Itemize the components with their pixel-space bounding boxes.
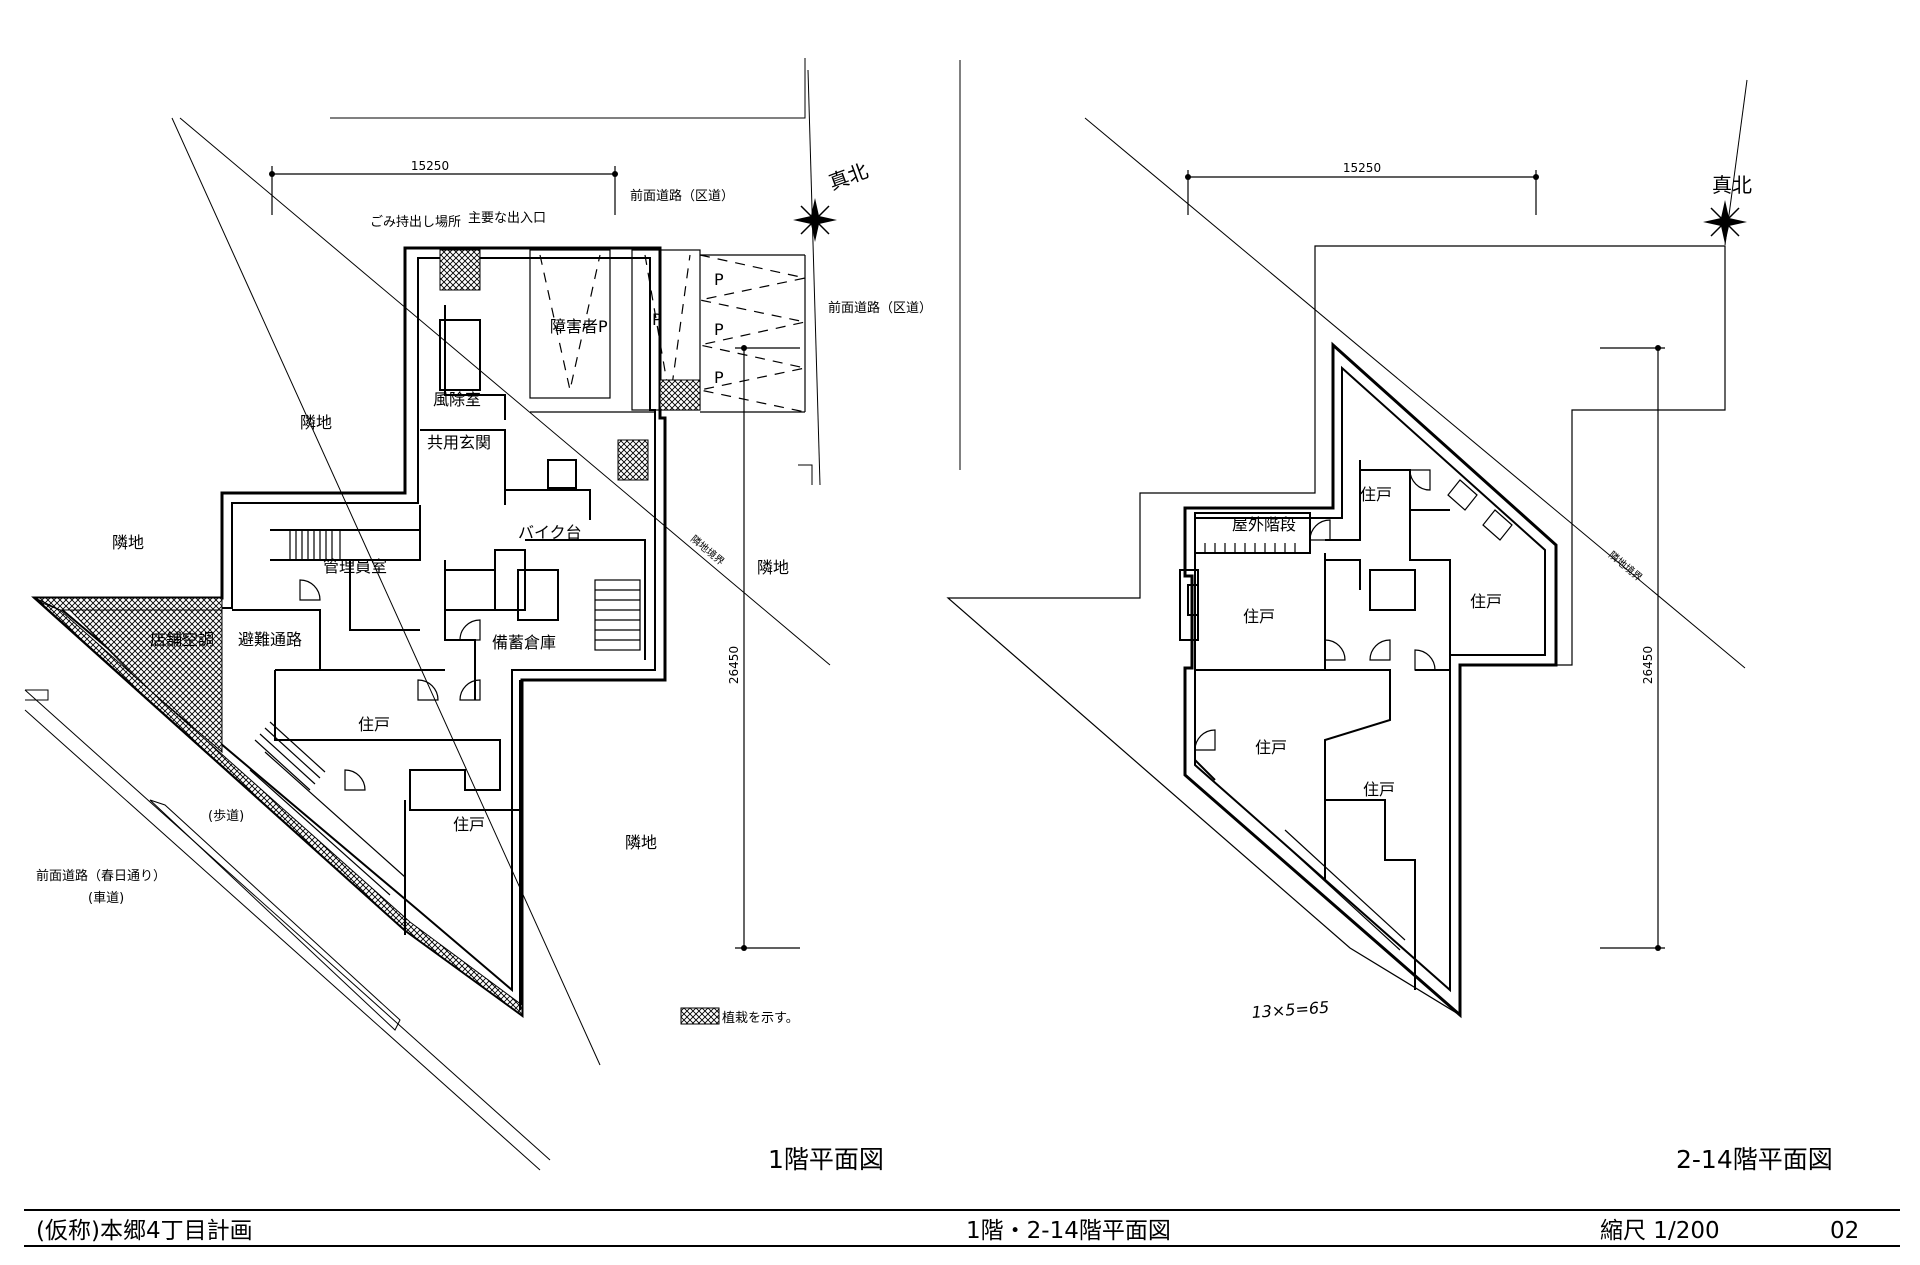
garbage-label: ごみ持出し場所 [370,214,461,230]
front-road-kasuga-label: 前面道路（春日通り） [36,868,166,884]
unit-label: 住戸 [1255,738,1287,757]
depth-dimension: 26450 [1600,345,1665,951]
planting-strip [34,597,223,611]
width-dimension-value: 15250 [411,159,449,173]
door-swings-1f [299,579,481,791]
planting-legend: 植栽を示す。 [680,1007,799,1026]
front-road-right-label: 前面道路（区道） [828,300,932,316]
unit-label: 住戸 [358,715,390,734]
accessible-parking-label: 障害者P [550,317,608,336]
evacuation-path-label: 避難通路 [238,630,302,649]
north-reference-line [171,117,601,1066]
unit-label: 住戸 [1360,485,1392,504]
plan-2-14f-title: 2-14階平面図 [1676,1145,1833,1174]
width-dimension-value: 15250 [1343,161,1381,175]
parking-label: P [652,310,662,329]
common-entrance-label: 共用玄関 [427,433,491,452]
unit-label: 住戸 [1243,607,1275,626]
stair-1f [249,529,641,896]
title-block: (仮称)本郷4丁目計画 1階・2-14階平面図 縮尺 1/200 02 [24,1209,1900,1247]
planting-legend-text: 植栽を示す。 [722,1010,799,1026]
plan-2-14f: 15250 26450 真北 [946,60,1833,1174]
planting-strip [39,601,523,1016]
north-reference-line [1084,117,1746,669]
unit-label: 住戸 [1363,780,1395,799]
planting-bed [659,379,701,411]
parking-label: P [714,270,724,289]
outdoor-ac-label: 店舗空調 [150,630,214,649]
neighbor-label: 隣地 [300,413,332,432]
planting-bed [617,439,649,481]
neighbor-label: 隣地 [625,833,657,852]
door-swings-2-14f [1194,469,1436,751]
handwritten-note: 13×5=65 [1251,998,1330,1022]
sidewalk-curb [24,689,551,1171]
bicycle-label: バイク台 [518,523,582,542]
project-name: (仮称)本郷4丁目計画 [36,1218,253,1244]
unit-label: 住戸 [453,815,485,834]
depth-dimension-value: 26450 [1641,646,1655,684]
front-road-top-label: 前面道路（区道） [630,188,734,204]
scale-label: 縮尺 1/200 [1600,1218,1720,1244]
site-outline [946,245,1726,1017]
sidewalk-label: (歩道) [208,809,244,824]
interior-walls-2-14f [1179,460,1513,990]
neighbor-label: 隣地 [112,533,144,552]
depth-dimension: 26450 [727,345,800,951]
stock-room-label: 備蓄倉庫 [492,633,556,652]
depth-dimension-value: 26450 [727,646,741,684]
width-dimension: 15250 [269,159,618,215]
management-room-label: 管理員室 [323,557,387,576]
width-dimension: 15250 [1185,161,1539,215]
north-arrow-icon [792,197,838,243]
north-label: 真北 [826,158,872,194]
parking-label: P [714,320,724,339]
building-outline-2-14f [1183,341,1558,1019]
plan-1f: 15250 26450 真北 [24,58,932,1174]
north-label: 真北 [1712,173,1752,197]
boundary-label: 隣地境界 [1606,548,1645,584]
parking-label: P [714,368,724,387]
windbreak-room-label: 風除室 [433,390,481,409]
plan-1f-title: 1階平面図 [768,1145,884,1174]
main-entrance-label: 主要な出入口 [468,211,546,226]
interior-walls-1f [232,305,646,1010]
unit-label: 住戸 [1470,592,1502,611]
roadway-label: (車道) [88,891,124,906]
planting-bed [439,249,481,291]
north-arrow-icon [1702,199,1748,245]
neighbor-label: 隣地 [757,558,789,577]
outdoor-stair-label: 屋外階段 [1232,515,1296,534]
drawing-name: 1階・2-14階平面図 [966,1218,1171,1244]
sheet-number: 02 [1830,1218,1859,1244]
